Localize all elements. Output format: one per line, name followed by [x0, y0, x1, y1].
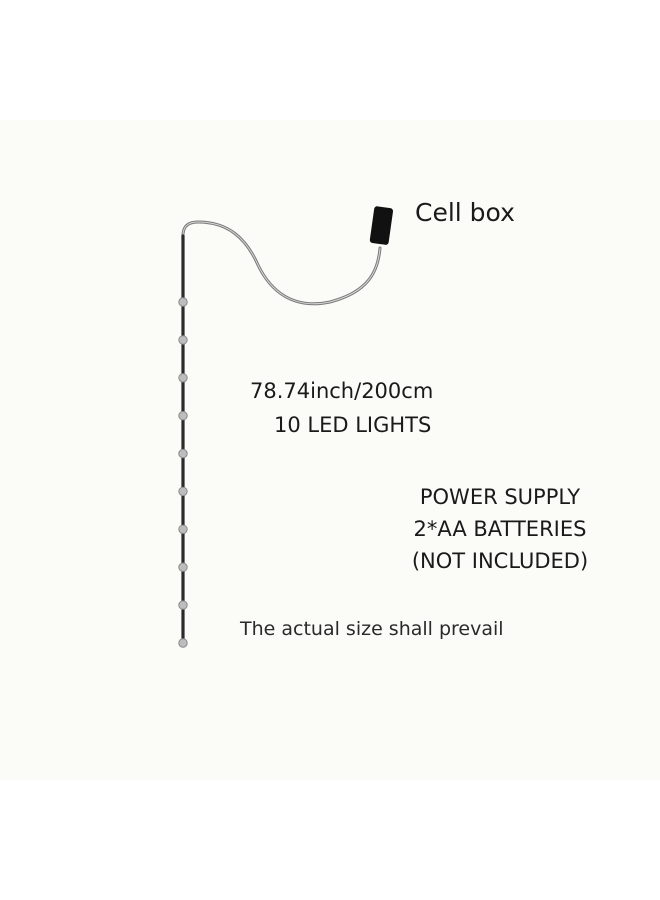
led-bead: [178, 297, 188, 307]
led-bead: [178, 411, 188, 421]
power-supply-line-3: (NOT INCLUDED): [411, 549, 589, 573]
led-bead: [178, 486, 188, 497]
power-supply-info: POWER SUPPLY 2*AA BATTERIES (NOT INCLUDE…: [400, 481, 600, 577]
cell-box-label: Cell box: [415, 198, 515, 227]
led-bead: [178, 524, 188, 534]
led-bead: [178, 638, 188, 648]
led-bead: [178, 448, 188, 459]
power-supply-line-2: 2*AA BATTERIES: [413, 517, 587, 541]
diagram-panel: [0, 120, 660, 780]
led-beads: [178, 297, 188, 648]
connecting-wire: [181, 220, 382, 306]
led-bead: [178, 335, 188, 345]
power-supply-line-1: POWER SUPPLY: [419, 485, 581, 509]
led-bead: [178, 600, 188, 610]
led-bead: [178, 562, 188, 572]
length-label: 78.74inch/200cm: [250, 379, 434, 403]
size-disclaimer: The actual size shall prevail: [240, 618, 504, 640]
led-count-label: 10 LED LIGHTS: [274, 413, 432, 437]
battery-box: [369, 206, 394, 245]
led-bead: [178, 373, 188, 383]
connecting-wire-highlight: [182, 221, 381, 305]
